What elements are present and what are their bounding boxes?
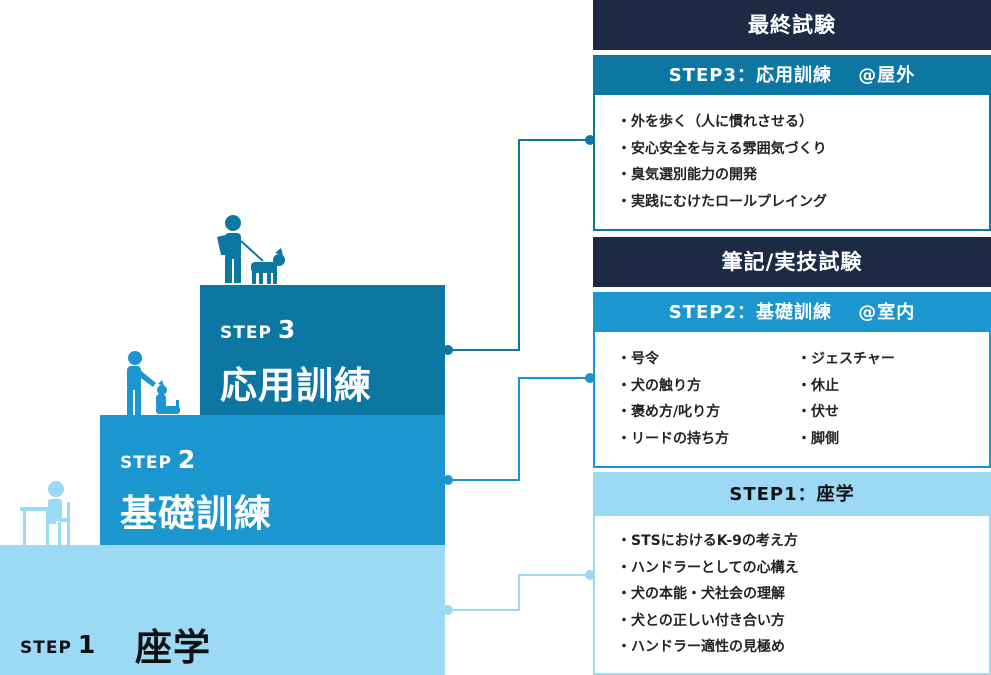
connector-step2 [446,377,590,481]
list-item: 休止 [797,373,977,400]
list-item: 褒め方/叱り方 [617,399,797,426]
final-exam-header: 最終試験 [593,0,991,50]
step-prefix: STEP [220,323,272,343]
step3-detail-box: STEP3：応用訓練 @屋外 外を歩く（人に慣れさせる） 安心安全を与える雰囲気… [593,55,991,231]
connector-step1 [446,574,590,611]
list-item: 脚側 [797,426,977,453]
step1-title: 座学 [135,626,211,669]
step-number: 3 [277,315,297,344]
step2-detail-lists: 号令 犬の触り方 褒め方/叱り方 リードの持ち方 ジェスチャー 休止 伏せ 脚側 [595,332,989,452]
step2-detail-list-left: 号令 犬の触り方 褒め方/叱り方 リードの持ち方 [617,346,797,452]
list-item: 号令 [617,346,797,373]
student-at-desk-icon [20,481,70,546]
list-item: STSにおけるK-9の考え方 [617,528,989,555]
connector-step3 [446,139,590,351]
list-item: 犬の触り方 [617,373,797,400]
step3-detail-heading: STEP3：応用訓練 @屋外 [595,57,989,95]
step2-detail-list-right: ジェスチャー 休止 伏せ 脚側 [797,346,977,452]
step3-detail-list: 外を歩く（人に慣れさせる） 安心安全を与える雰囲気づくり 臭気選別能力の開発 実… [595,95,989,215]
list-item: 伏せ [797,399,977,426]
written-practical-exam-header: 筆記/実技試験 [593,237,991,287]
list-item: 犬との正しい付き合い方 [617,608,989,635]
step-prefix: STEP [20,638,72,658]
list-item: 臭気選別能力の開発 [617,162,989,189]
list-item: 安心安全を与える雰囲気づくり [617,136,989,163]
step1-detail-box: STEP1：座学 STSにおけるK-9の考え方 ハンドラーとしての心構え 犬の本… [593,472,991,675]
person-with-dog-icon [127,351,180,415]
list-item: 外を歩く（人に慣れさせる） [617,109,989,136]
list-item: 実践にむけたロールプレイング [617,189,989,216]
list-item: リードの持ち方 [617,426,797,453]
step1-detail-list: STSにおけるK-9の考え方 ハンドラーとしての心構え 犬の本能・犬社会の理解 … [595,516,989,661]
step1-detail-heading: STEP1：座学 [595,474,989,516]
person-walking-dog-icon [217,215,285,284]
step2-title: 基礎訓練 [120,492,272,535]
step-number: 2 [177,445,197,474]
list-item: ハンドラーとしての心構え [617,555,989,582]
step-number: 1 [77,630,97,659]
step-prefix: STEP [120,453,172,473]
step2-detail-box: STEP2：基礎訓練 @室内 号令 犬の触り方 褒め方/叱り方 リードの持ち方 … [593,292,991,468]
step2-detail-heading: STEP2：基礎訓練 @室内 [595,294,989,332]
step3-title: 応用訓練 [220,364,372,407]
list-item: ハンドラー適性の見極め [617,634,989,661]
list-item: 犬の本能・犬社会の理解 [617,581,989,608]
list-item: ジェスチャー [797,346,977,373]
